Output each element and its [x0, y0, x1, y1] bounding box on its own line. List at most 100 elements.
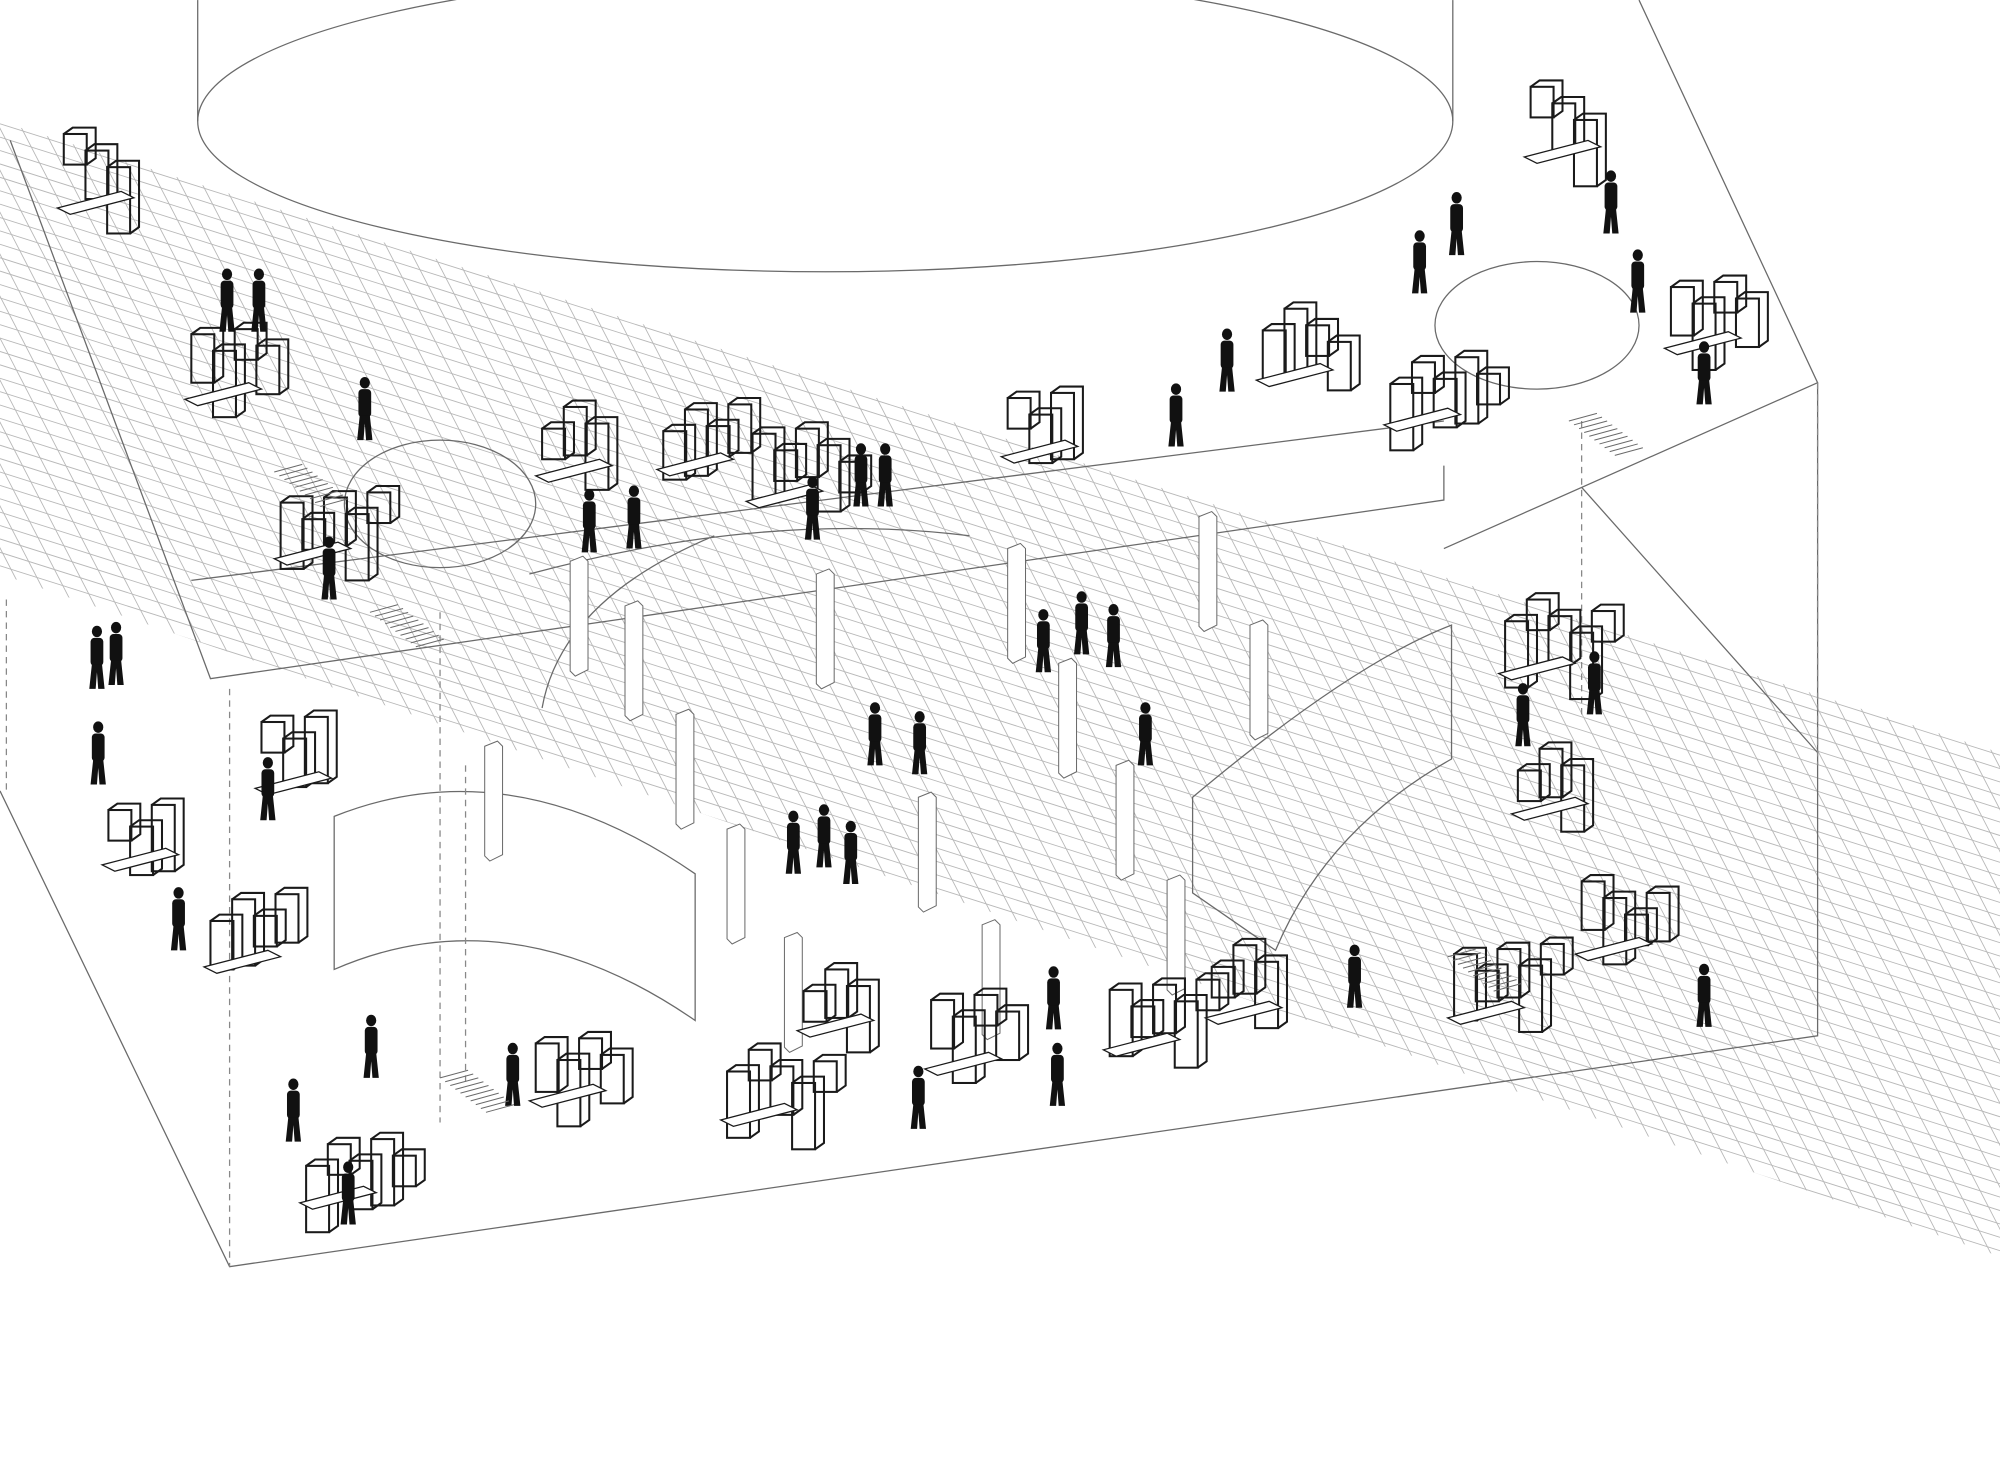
person-legs	[581, 528, 597, 553]
shelf-box	[1734, 297, 1760, 349]
shelf-box-depth	[1007, 390, 1041, 430]
bench	[1509, 796, 1590, 821]
shelf-box-depth	[684, 402, 718, 477]
stair-step	[385, 615, 414, 625]
shelf-box-depth	[392, 1148, 426, 1188]
person-legs	[626, 524, 642, 549]
shelf-box	[1152, 983, 1178, 1035]
person-figure	[321, 536, 337, 600]
shelf-box	[1130, 1005, 1156, 1039]
column	[917, 791, 937, 913]
bench	[1496, 656, 1578, 681]
grid-line	[258, 121, 1025, 1257]
shelf-box	[391, 1154, 417, 1188]
shelf-box	[951, 1015, 977, 1084]
stair-step	[309, 490, 339, 500]
person-head	[1140, 702, 1151, 714]
grid-line	[1386, 121, 2000, 1257]
stair-step	[1447, 948, 1476, 958]
grid-line	[63, 121, 830, 1257]
grid-line	[0, 297, 2000, 930]
stair-step	[289, 475, 318, 484]
bench	[533, 458, 615, 483]
stair-step	[410, 634, 439, 644]
grid-line	[0, 377, 2000, 1011]
grid-line	[887, 121, 1654, 1257]
stair-bottom	[439, 1069, 515, 1113]
person-legs	[1105, 642, 1122, 668]
person-body	[868, 714, 882, 743]
stair-step	[439, 1069, 469, 1079]
bench	[999, 439, 1080, 464]
shelf-box	[303, 715, 329, 785]
shelf-box-depth	[1560, 757, 1595, 833]
shelf-box	[1173, 1000, 1199, 1069]
grid-line	[0, 150, 2000, 783]
shelf-box-depth	[212, 343, 246, 418]
person-figure	[170, 887, 187, 951]
bench	[202, 949, 283, 974]
grid-line	[0, 578, 2000, 1211]
person-head	[913, 1065, 924, 1078]
person-body	[322, 548, 336, 577]
shelf-box-depth	[1050, 385, 1084, 461]
person-body	[806, 488, 819, 517]
person-legs	[340, 1200, 356, 1225]
shelving-unit	[1509, 741, 1595, 833]
person-figure	[1049, 1042, 1066, 1106]
grid-line	[1971, 121, 2000, 1257]
shelf-box-depth	[304, 709, 338, 785]
grid-line	[0, 230, 2000, 863]
shelf-box	[252, 914, 278, 948]
stair-step	[1488, 979, 1517, 988]
grid-line	[366, 121, 1134, 1257]
person-legs	[90, 760, 106, 785]
shelf-box	[584, 422, 610, 491]
person-body	[1107, 616, 1120, 645]
curved-wall-mid	[529, 527, 970, 709]
bench	[1522, 139, 1603, 165]
person-legs	[170, 926, 187, 951]
person-figure	[785, 810, 802, 874]
grid-line	[1602, 121, 2000, 1257]
stair-step	[405, 630, 434, 640]
person-figure	[853, 443, 869, 507]
person-body	[1036, 621, 1050, 650]
grid-line	[0, 121, 418, 1257]
person-body	[1075, 603, 1089, 632]
person-head	[288, 1078, 299, 1090]
shelf-box-depth	[327, 1136, 361, 1176]
shelf-box-depth	[1602, 890, 1637, 966]
stair-step	[304, 486, 334, 496]
shelf-box	[816, 444, 842, 513]
stair-step	[1462, 960, 1492, 969]
shelf-box	[995, 1010, 1021, 1062]
shelf-box	[1028, 413, 1054, 465]
shelf-box	[1389, 382, 1415, 452]
person-head	[507, 1042, 518, 1055]
column	[675, 708, 695, 830]
grid-line	[0, 310, 2000, 944]
stair-step	[274, 463, 303, 473]
shelf-box-depth	[274, 886, 309, 944]
bench	[527, 1083, 608, 1108]
grid-line	[930, 121, 1697, 1257]
grid-line	[0, 121, 6, 1257]
person-figure	[1586, 651, 1603, 715]
shelf-box-depth	[1692, 296, 1726, 371]
bench	[1382, 407, 1463, 432]
person-head	[221, 268, 233, 281]
person-body	[817, 816, 831, 845]
person-legs	[843, 859, 859, 884]
person-figure	[285, 1078, 302, 1142]
person-body	[358, 389, 372, 418]
stair-step	[294, 479, 323, 488]
person-body	[1139, 714, 1152, 743]
person-body	[90, 637, 104, 666]
shelf-box	[802, 990, 828, 1023]
person-legs	[1137, 741, 1154, 766]
person-legs	[877, 482, 893, 507]
person-figure	[626, 485, 642, 549]
stair-step	[395, 623, 424, 632]
person-head	[343, 1161, 354, 1173]
